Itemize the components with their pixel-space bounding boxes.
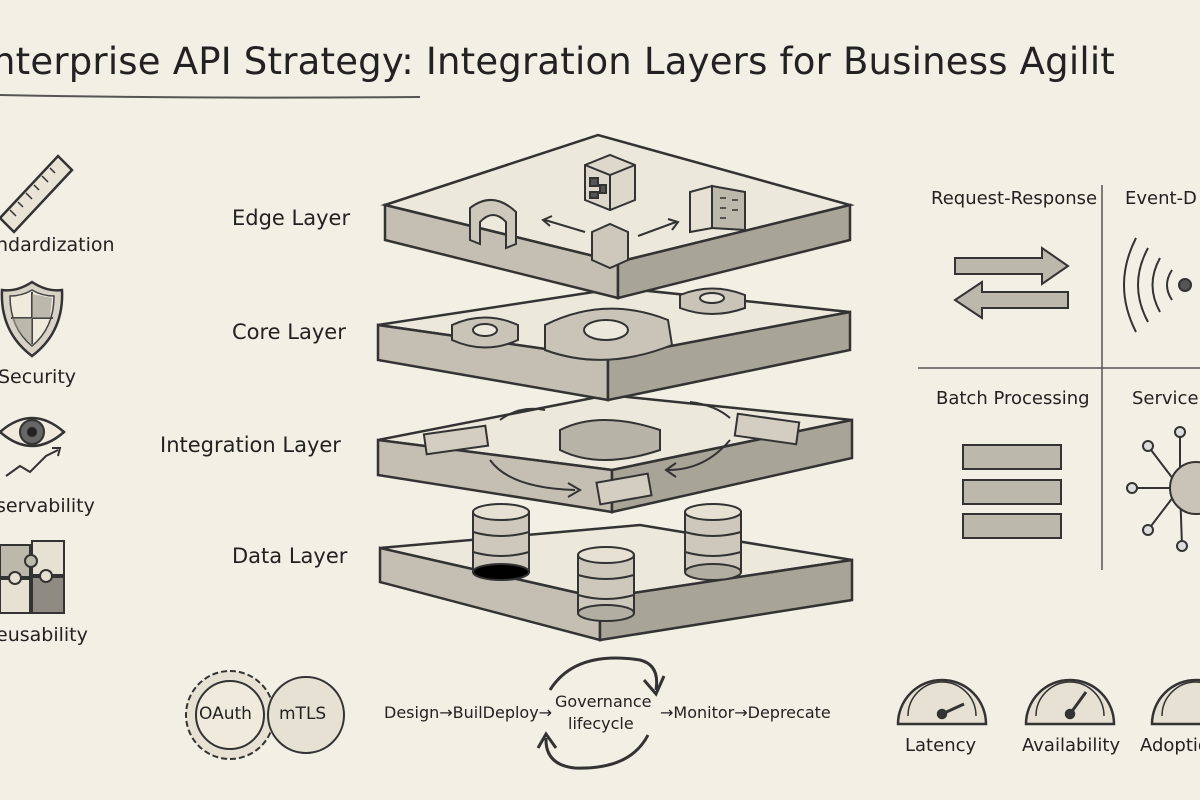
lifecycle-label: lifecycle xyxy=(568,714,634,733)
adoption-label: Adoptio xyxy=(1140,735,1200,756)
gear-icon xyxy=(451,287,746,361)
mtls-label: mTLS xyxy=(279,704,327,724)
principle-label: servability xyxy=(0,495,95,517)
server-icon xyxy=(584,153,636,212)
lifecycle-right: →Monitor→Deprecate xyxy=(660,703,831,722)
shield-icon xyxy=(0,280,64,358)
data-layer-label: Data Layer xyxy=(232,544,348,568)
gauge-icon xyxy=(896,678,1200,726)
service-label: Service xyxy=(1132,388,1199,409)
oauth-label: OAuth xyxy=(199,704,252,724)
event-driven-label: Event-D xyxy=(1125,188,1197,209)
eye-chart-icon xyxy=(0,416,66,477)
integration-layer-label: Integration Layer xyxy=(160,433,341,457)
oauth-badge-icon xyxy=(185,670,275,760)
mtls-badge-icon xyxy=(267,676,345,754)
availability-label: Availability xyxy=(1022,735,1121,756)
cycle-arrows-icon xyxy=(536,656,666,770)
principle-label: Security xyxy=(0,366,77,388)
governance-label: Governance xyxy=(555,692,652,711)
service-hub-icon xyxy=(1126,426,1200,552)
request-response-arrows-icon xyxy=(953,246,1070,320)
core-layer-label: Core Layer xyxy=(232,320,346,344)
lifecycle-left: Design→Buil⁠Deploy→ xyxy=(384,703,553,722)
building-icon xyxy=(689,184,746,234)
integration-flow xyxy=(422,401,801,506)
principle-label: ndardization xyxy=(0,234,115,256)
puzzle-icon xyxy=(0,540,65,614)
batch-processing-label: Batch Processing xyxy=(936,388,1090,409)
edge-layer-label: Edge Layer xyxy=(232,206,351,230)
event-broadcast-icon xyxy=(1123,237,1192,333)
client-icon xyxy=(591,222,629,270)
database-icon xyxy=(472,503,742,622)
page-title: nterprise API Strategy: Integration Laye… xyxy=(0,40,1116,83)
ruler-icon xyxy=(0,154,74,234)
batch-stack-icon xyxy=(962,444,1062,539)
latency-label: Latency xyxy=(905,735,977,756)
title-underline xyxy=(0,94,421,99)
principle-label: eusability xyxy=(0,624,88,646)
gateway-icon xyxy=(469,199,517,250)
request-response-label: Request-Response xyxy=(931,188,1098,209)
arrow-icon xyxy=(637,218,680,237)
arrow-icon xyxy=(541,215,586,233)
